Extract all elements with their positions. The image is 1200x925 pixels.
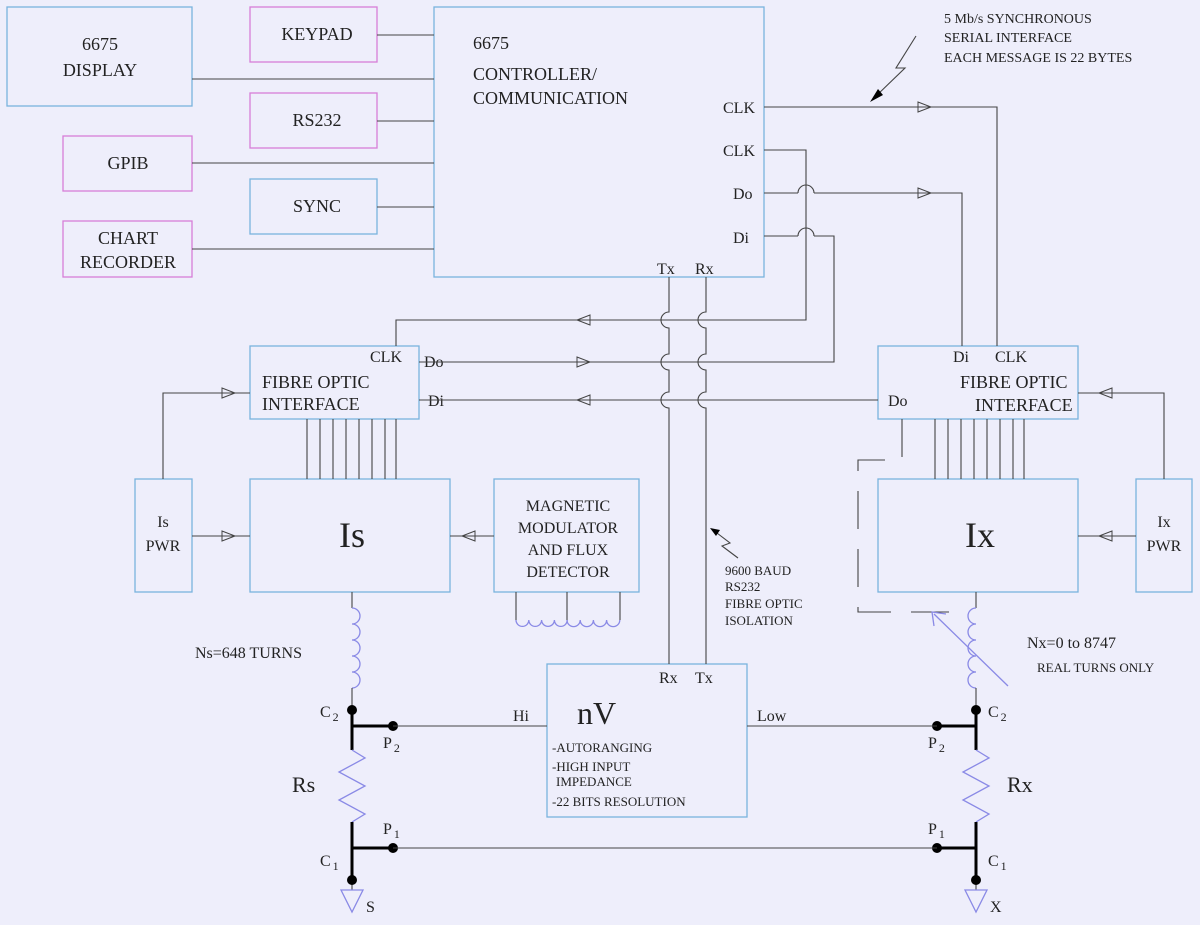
- baud-note-2: RS232: [725, 579, 760, 594]
- nx-winding: [931, 592, 1009, 710]
- fo-left-di-pin: Di: [428, 393, 445, 410]
- chart-recorder-label-1: CHART: [98, 228, 158, 248]
- serial-annotation: 5 Mb/s SYNCHRONOUS SERIAL INTERFACE EACH…: [870, 12, 1132, 102]
- is-pwr-box: [134, 478, 193, 593]
- serial-note-1: 5 Mb/s SYNCHRONOUS: [944, 12, 1092, 27]
- sync-label: SYNC: [293, 196, 341, 216]
- fo-right-clk-pin: CLK: [995, 349, 1027, 366]
- magmod-label-3: AND FLUX: [528, 542, 609, 559]
- chart-recorder-label-2: RECORDER: [80, 252, 176, 272]
- ix-pwr-box: [1135, 478, 1193, 593]
- peripheral-wires: [192, 34, 434, 250]
- display-box: [6, 6, 193, 107]
- controller-label-2: CONTROLLER/: [473, 64, 597, 84]
- display-label-2: DISPLAY: [63, 60, 137, 80]
- fo-right-label-2: INTERFACE: [975, 395, 1073, 415]
- ground-x-label: X: [990, 899, 1002, 916]
- controller-tx-pin: Tx: [657, 261, 675, 278]
- controller-label-3: COMMUNICATION: [473, 88, 628, 108]
- nv-note-4: -22 BITS RESOLUTION: [552, 794, 686, 809]
- controller-clk2-pin: CLK: [723, 143, 755, 160]
- controller-di-pin: Di: [733, 230, 750, 247]
- parallel-bus-left: [306, 419, 397, 479]
- rs232-label: RS232: [292, 110, 341, 130]
- dashed-feedback-line: [857, 419, 960, 613]
- rx-label: Rx: [1007, 772, 1033, 797]
- magmod-coils: [515, 592, 621, 628]
- display-label-1: 6675: [82, 34, 118, 54]
- nv-note-1: -AUTORANGING: [552, 740, 652, 755]
- nv-hi-label: Hi: [513, 708, 530, 725]
- nx-label-1: Nx=0 to 8747: [1027, 635, 1116, 652]
- baud-note-4: ISOLATION: [725, 613, 793, 628]
- nx-label-2: REAL TURNS ONLY: [1037, 660, 1155, 675]
- baud-note-3: FIBRE OPTIC: [725, 596, 803, 611]
- rs-label: Rs: [292, 772, 315, 797]
- controller-rx-pin: Rx: [695, 261, 714, 278]
- fo-left-clk-pin: CLK: [370, 349, 402, 366]
- baud-annotation: 9600 BAUD RS232 FIBRE OPTIC ISOLATION: [710, 528, 803, 628]
- fo-left-box: [249, 345, 420, 420]
- controller-box: [433, 6, 765, 278]
- power-wires: [162, 387, 1165, 542]
- nv-signal-wires: [393, 725, 937, 849]
- fo-right-do-pin: Do: [888, 393, 908, 410]
- parallel-bus-right: [934, 419, 1025, 479]
- serial-bus-wires: [395, 101, 998, 406]
- is-pwr-label-1: Is: [157, 514, 169, 531]
- magmod-label-1: MAGNETIC: [526, 498, 610, 515]
- nv-low-label: Low: [757, 708, 787, 725]
- nv-note-3: IMPEDANCE: [556, 774, 632, 789]
- nv-label: nV: [577, 695, 616, 731]
- nv-tx-pin: Tx: [695, 670, 713, 687]
- fo-left-label-1: FIBRE OPTIC: [262, 372, 370, 392]
- magmod-label-2: MODULATOR: [518, 520, 618, 537]
- ix-label: Ix: [965, 515, 995, 555]
- serial-note-2: SERIAL INTERFACE: [944, 31, 1072, 46]
- rx-resistor: [932, 705, 991, 914]
- gpib-label: GPIB: [107, 153, 148, 173]
- controller-label-1: 6675: [473, 33, 509, 53]
- fo-right-di-pin: Di: [953, 349, 970, 366]
- fo-left-label-2: INTERFACE: [262, 394, 360, 414]
- nv-box: [546, 663, 748, 818]
- ns-winding: [351, 592, 361, 710]
- keypad-label: KEYPAD: [281, 24, 352, 44]
- fo-right-box: [877, 345, 1079, 420]
- magmod-label-4: DETECTOR: [526, 564, 610, 581]
- is-pwr-label-2: PWR: [146, 538, 181, 555]
- baud-note-1: 9600 BAUD: [725, 563, 791, 578]
- ns-label: Ns=648 TURNS: [195, 645, 302, 662]
- is-label: Is: [339, 515, 365, 555]
- ground-s-label: S: [366, 899, 375, 916]
- fo-right-label-1: FIBRE OPTIC: [960, 372, 1068, 392]
- serial-note-3: EACH MESSAGE IS 22 BYTES: [944, 51, 1132, 66]
- ix-pwr-label-1: Ix: [1157, 514, 1170, 531]
- rs-resistor: [337, 705, 398, 914]
- ix-pwr-label-2: PWR: [1147, 538, 1182, 555]
- nv-rx-pin: Rx: [659, 670, 678, 687]
- rs232-wires: [660, 277, 707, 664]
- controller-clk1-pin: CLK: [723, 100, 755, 117]
- nv-note-2: -HIGH INPUT: [552, 759, 630, 774]
- controller-do-pin: Do: [733, 186, 753, 203]
